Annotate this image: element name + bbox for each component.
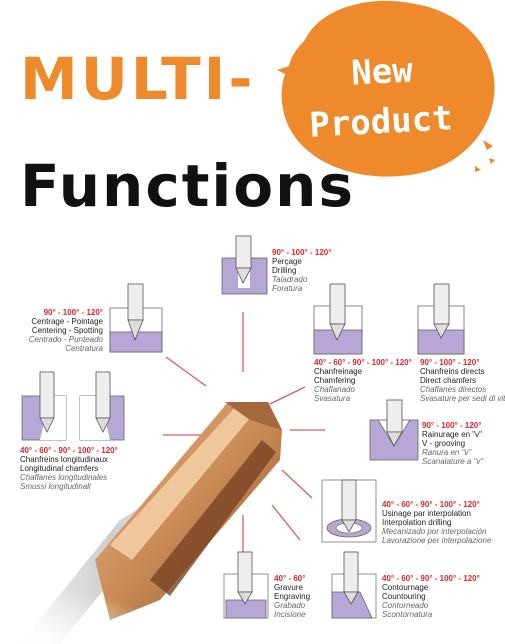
label-engraving: 40° - 60° Gravure Engraving Grabado Inci… — [274, 574, 311, 619]
label-v-grooving: 90° - 100° - 120° Rainurage en "v" V - g… — [422, 421, 484, 466]
label-drilling: 90° - 100° - 120° Perçage Drilling Talad… — [272, 248, 332, 293]
endmill-tool — [0, 402, 282, 644]
diagram-engraving — [223, 551, 269, 619]
diagram-direct-chamfers — [417, 283, 465, 355]
new-product-badge — [277, 0, 495, 177]
diagram-v-grooving — [369, 399, 419, 461]
diagram-drilling — [221, 235, 268, 295]
badge-blob-shape — [277, 0, 495, 177]
headline-functions: Functions — [20, 152, 355, 220]
label-centering: 90° - 100° - 120° Centrage - Pointage Ce… — [28, 308, 103, 353]
label-longitudinal-chamfers: 40° - 60° - 90° - 100° - 120° Chanfreins… — [20, 446, 118, 491]
label-countouring: 40° - 60° - 90° - 100° - 120° Contournag… — [382, 574, 480, 619]
diagram-longitudinal-chamfers — [21, 371, 125, 441]
diagram-countouring — [331, 551, 377, 619]
headline-multi: MULTI- — [20, 45, 256, 113]
connector-lines — [163, 312, 325, 555]
label-chamfering: 40° - 60° - 90° - 100° - 120° Chanfreina… — [314, 358, 412, 403]
label-interpolation: 40° - 60° - 90° - 100° - 120° Usinage pa… — [382, 500, 492, 545]
diagram-interpolation — [321, 479, 377, 543]
diagram-chamfering — [313, 283, 363, 355]
diagram-centering — [109, 283, 163, 353]
label-direct-chamfers: 90° - 100° - 120° Chanfreins directs Dir… — [420, 358, 505, 403]
